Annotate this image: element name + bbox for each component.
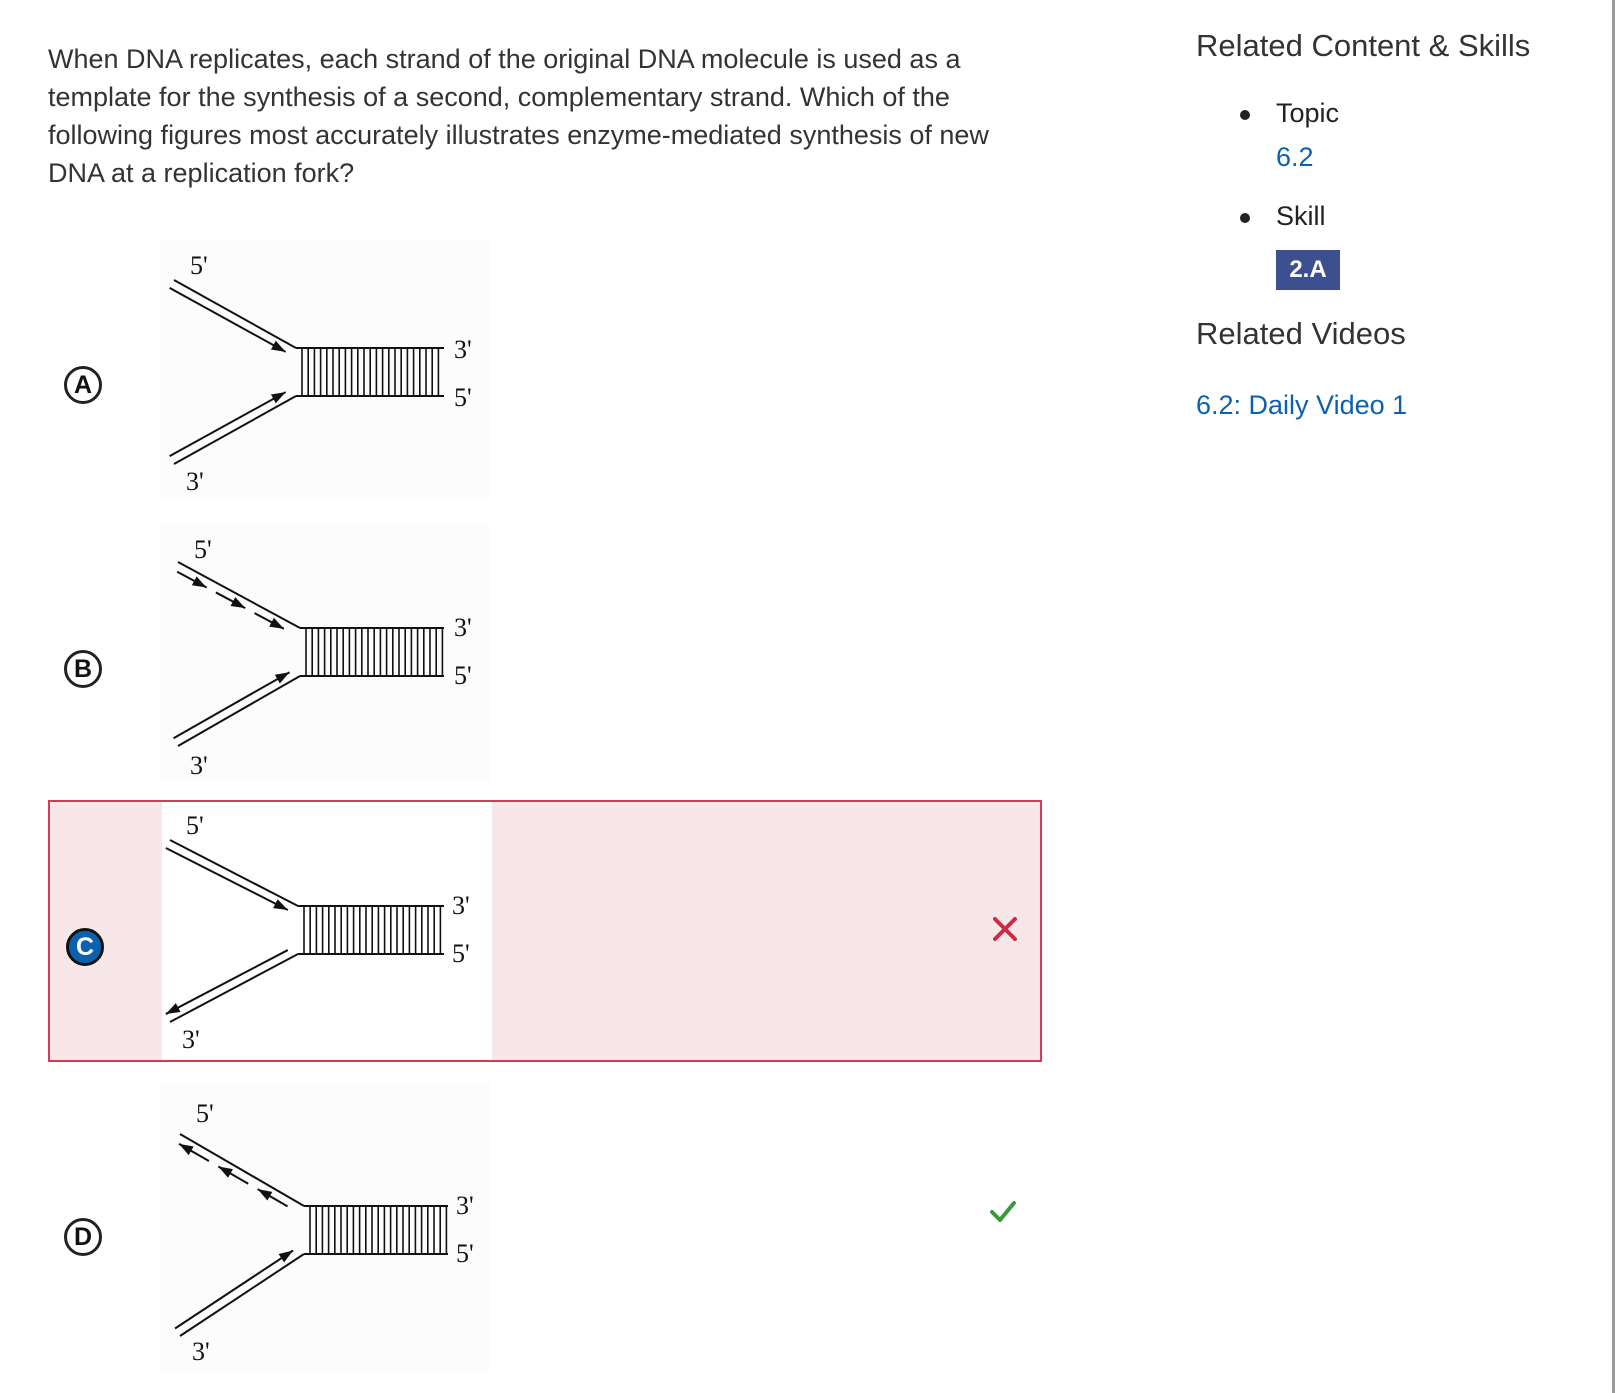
label-3prime-bottom: 3' [190,751,208,780]
x-icon [993,917,1017,941]
dna-fork-figure-b: 5' 3' 3' 5' [160,524,490,782]
choice-letter-d[interactable]: D [64,1218,102,1256]
related-videos-heading: Related Videos [1196,316,1406,351]
dna-fork-figure-d: 5' 3' 3' 5' [160,1082,490,1372]
dna-fork-figure-c: 5' 3' 3' 5' [162,802,492,1060]
top-strand-arrow-in [165,847,289,911]
label-3prime-bottom: 3' [182,1025,200,1054]
label-3prime-right: 3' [454,613,472,642]
choice-letter-b[interactable]: B [64,650,102,688]
label-3prime-right: 3' [452,891,470,920]
choice-letter-c[interactable]: C [66,928,104,966]
bottom-strand-arrow-in [169,391,287,458]
bullet-dot [1240,213,1250,223]
related-content-heading: Related Content & Skills [1196,28,1531,63]
label-3prime-right: 3' [456,1191,474,1220]
video-link[interactable]: 6.2: Daily Video 1 [1196,390,1408,420]
label-3prime-bottom: 3' [192,1337,210,1366]
label-5prime-top: 5' [196,1099,214,1128]
label-3prime-bottom: 3' [186,467,204,496]
bottom-strand-arrow-in [174,1249,294,1330]
choice-letter-a[interactable]: A [64,366,102,404]
answer-choice-c[interactable]: C 5' 3' 3' 5' [48,800,1042,1062]
label-5prime-top: 5' [190,251,208,280]
top-strand-okazaki-arrows [176,570,285,630]
label-5prime-top: 5' [186,811,204,840]
label-5prime-top: 5' [194,535,212,564]
answer-choice-b[interactable]: B 5' 3' 3' 5' [48,524,1042,782]
answer-choice-a[interactable]: A 5' 3' 3' 5' [48,240,1042,498]
top-strand-okazaki-arrows [178,1142,289,1208]
top-strand-arrow-in [169,286,287,353]
label-5prime-right: 5' [454,661,472,690]
skill-badge[interactable]: 2.A [1276,250,1340,290]
topic-label: Topic [1276,98,1340,128]
answer-choice-d[interactable]: D 5' 3' 3' 5' [48,1082,1042,1372]
label-5prime-right: 5' [452,939,470,968]
scrollbar[interactable] [1612,0,1615,1393]
topic-link[interactable]: 6.2 [1276,142,1314,172]
bottom-strand-arrow-out [165,949,289,1015]
question-text: When DNA replicates, each strand of the … [48,44,989,188]
checkmark-icon [990,1201,1016,1222]
skill-label: Skill [1276,201,1326,231]
bottom-strand-arrow-in [173,671,291,740]
label-5prime-right: 5' [454,383,472,412]
dna-fork-figure-a: 5' 3' 3' 5' [160,240,490,498]
bullet-dot [1240,110,1250,120]
label-5prime-right: 5' [456,1239,474,1268]
label-3prime-right: 3' [454,335,472,364]
